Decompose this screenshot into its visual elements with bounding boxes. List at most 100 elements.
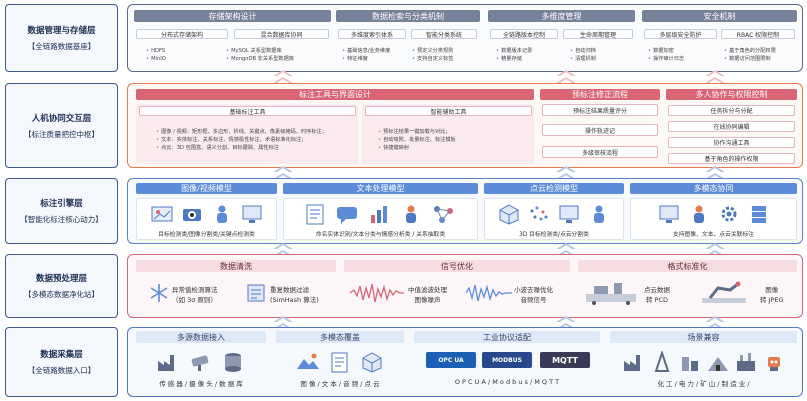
- tower-icon: [654, 351, 670, 372]
- hci-pre-item: 预标注结果质量评分: [542, 104, 658, 116]
- flow-arrow: [705, 316, 725, 332]
- server-icon: [752, 206, 766, 223]
- prep-format-b: 图像转 JPEG: [760, 286, 784, 304]
- layer-label-storage: 数据管理与存储层 【全链路数据基座】: [5, 4, 118, 72]
- engine-multi-panel: [630, 198, 797, 240]
- collect-scene-header: 场景兼容: [610, 331, 797, 343]
- snowflake-icon: [150, 284, 168, 302]
- storage-retrieve-header: 数据检索与分类机制: [336, 10, 480, 22]
- database-icon: [225, 353, 241, 372]
- storage-pill: 生命周期管理: [563, 29, 633, 39]
- hci-pre-header: 预标注修正流程: [540, 89, 660, 100]
- flow-arrow: [273, 166, 293, 182]
- collect-proto-caption: O P C U A / M o d b u s / M Q T T: [454, 378, 560, 386]
- layer-label-engine: 标注引擎层 【智能化标注核心动力】: [5, 178, 118, 244]
- layer-subtitle: 【智能化标注核心动力】: [20, 215, 103, 224]
- layer-title: 标注引擎层: [40, 199, 83, 209]
- prep-format-header: 格式标准化: [578, 260, 797, 272]
- hci-multi-item: 协作沟通工具: [668, 137, 795, 148]
- plant-icon: [737, 353, 755, 371]
- collect-scene-icons: [614, 349, 794, 373]
- robot-icon: [768, 357, 780, 371]
- camera-icon: [183, 209, 201, 221]
- hci-smart-bullets: 预标注结果一键加载与对比； 自动吸附、批量标注、标注模板 快捷键映射: [378, 128, 456, 152]
- hci-multi-header: 多人协作与权限控制: [666, 89, 797, 100]
- layer-title: 人机协同交互层: [31, 113, 92, 124]
- filter-icon: [247, 284, 265, 302]
- collect-scene-caption: 化 工 / 电 力 / 矿 山 / 制 造 业 /: [657, 380, 750, 388]
- engine-image-header: 图像/视频模型: [136, 183, 277, 194]
- engine-multi-header: 多模态协同: [630, 183, 797, 194]
- layer-subtitle: 【全链路数据基座】: [27, 42, 96, 51]
- layer-subtitle: 【全链路数据入口】: [27, 366, 96, 375]
- engine-text-icons: [290, 200, 470, 225]
- storage-pill: 分布式存储架构: [136, 29, 228, 39]
- storage-pill: RBAC 权限控制: [721, 29, 795, 39]
- monitor-icon: [242, 205, 262, 223]
- machine-icon: [586, 283, 636, 305]
- engine-cloud-caption: 3D 目标检测类/点云分割类: [519, 232, 589, 238]
- collect-source-icons: [140, 349, 262, 373]
- prep-clean-header: 数据清洗: [136, 260, 336, 272]
- chart-icon: [371, 206, 387, 223]
- network-icon: [434, 206, 453, 223]
- storage-bullets: 预定义分类规则支持自定义标签: [412, 47, 453, 63]
- person-icon: [406, 205, 416, 223]
- layer-label-prep: 数据预处理层 【多模态数据净化站】: [5, 254, 118, 318]
- cube-3d-icon: [362, 352, 382, 373]
- person-icon: [217, 205, 227, 223]
- flow-arrow: [705, 166, 725, 182]
- waveform-icon: [466, 284, 512, 302]
- collect-modal-header: 多模态覆盖: [276, 331, 404, 343]
- layer-subtitle: 【标注质量把控中枢】: [24, 129, 99, 139]
- hci-smart-title: 智能辅助工具: [365, 106, 532, 116]
- image-model-icon: [151, 206, 173, 222]
- person-icon: [594, 205, 604, 223]
- gear-icon: [721, 206, 737, 222]
- storage-version-header: 多维度管理: [488, 10, 635, 22]
- hci-multi-item: 在线协同编辑: [668, 121, 795, 132]
- collect-proto-header: 工业协议适配: [414, 331, 600, 343]
- storage-bullets: 数据加密操作审计日志: [648, 47, 684, 63]
- flow-arrow: [273, 243, 293, 259]
- flow-arrow: [273, 70, 293, 86]
- prep-format-a: 点云数据转 PCD: [644, 286, 670, 304]
- storage-bullets: 自动归档清理机制: [570, 47, 596, 63]
- hci-basic-bullets: 图像 / 视频：矩形框、多边形、折线、关键点、像素级掩码、时序标注； 文本：实体…: [156, 128, 327, 152]
- prep-signal-header: 信号优化: [344, 260, 570, 272]
- storage-bullets: 数据版本记录精量存储: [496, 47, 532, 63]
- monitor-icon: [659, 205, 679, 223]
- storage-bullets: MySQL 关系型数据库MongoDB 非关系型数据库: [226, 47, 294, 63]
- storage-pill: 全链路版本控制: [490, 29, 558, 39]
- storage-pill: 智能分类系统: [411, 29, 477, 39]
- flow-arrow: [556, 316, 576, 332]
- mqtt-logo: MQTT: [540, 352, 590, 368]
- engine-cloud-header: 点云检测模型: [484, 183, 624, 194]
- layer-title: 数据采集层: [40, 350, 83, 360]
- hci-pre-item: 操作轨迹记: [542, 124, 658, 136]
- hci-basic-title: 基础标注工具: [139, 106, 356, 116]
- storage-pill: 混合数据库协同: [234, 29, 329, 39]
- image-icon: [297, 353, 319, 369]
- hci-tools-header: 标注工具与界面设计: [136, 89, 534, 100]
- layer-title: 数据管理与存储层: [27, 26, 96, 36]
- hci-pre-item: 多级审核流程: [542, 146, 658, 158]
- engine-image-caption: 目标检测类/图像分割类/关键点检测类: [158, 232, 255, 238]
- collect-source-header: 多源数据接入: [136, 331, 266, 343]
- prep-signal-b: 小波去噪优化音频信号: [514, 286, 553, 304]
- prep-clean-b: 重复数据过滤(SimHash 算法): [270, 286, 319, 304]
- collect-modal-caption: 图 像 / 文 本 / 音 频 / 点 云: [300, 380, 380, 388]
- factory-icon: [624, 355, 640, 371]
- engine-multi-icons: [638, 200, 790, 225]
- layer-title: 数据预处理层: [35, 274, 87, 284]
- flow-arrow: [556, 70, 576, 86]
- point-cloud-icon: [530, 206, 548, 221]
- document-icon: [331, 352, 348, 373]
- engine-image-icons: [144, 200, 270, 225]
- engine-multi-caption: 支持图像、文本、点云关联标注: [672, 232, 755, 238]
- layer-label-hci: 人机协同交互层 【标注质量把控中枢】: [5, 83, 118, 168]
- storage-security-header: 安全机制: [642, 10, 797, 22]
- cctv-camera-icon: [191, 355, 209, 371]
- factory-icon: [158, 355, 174, 371]
- monitor-icon: [559, 205, 579, 223]
